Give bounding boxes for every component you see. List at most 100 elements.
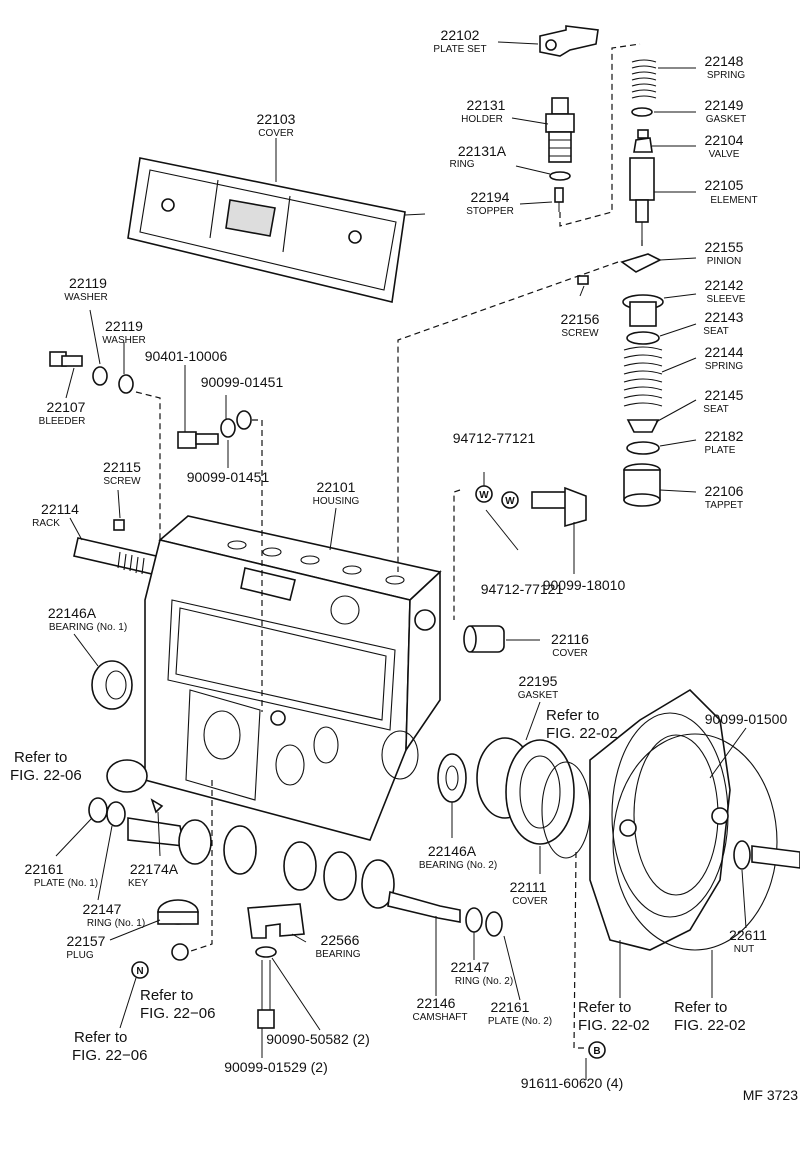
nut-22611-drawing xyxy=(733,840,800,870)
label-22104-name: VALVE xyxy=(709,149,740,160)
label-22182-name: PLATE xyxy=(705,445,736,456)
label-22146-num: 22146 xyxy=(417,995,456,1011)
w-marker-2 xyxy=(501,491,519,509)
label-22194-num: 22194 xyxy=(471,189,510,205)
stopper-22194-drawing xyxy=(554,187,564,212)
label-22147-no1-num: 22147 xyxy=(83,901,122,917)
label-22106-name: TAPPET xyxy=(705,500,743,511)
pinion-22155-drawing xyxy=(620,253,662,273)
sleeve-22142-drawing xyxy=(622,294,664,327)
label-22566-num: 22566 xyxy=(321,932,360,948)
label-22103-num: 22103 xyxy=(257,111,296,127)
part-labels: 22102 PLATE SET 22103 COVER 22131 HOLDER… xyxy=(25,27,788,1091)
label-22144-name: SPRING xyxy=(705,361,744,372)
label-90099-01451-b: 90099-01451 xyxy=(187,469,270,485)
label-22161-no2-name: PLATE (No. 2) xyxy=(488,1016,552,1027)
label-22147-no1-name: RING (No. 1) xyxy=(87,918,145,929)
gasket-22149-drawing xyxy=(631,107,653,117)
rack-22114-drawing xyxy=(73,537,157,575)
ref-note-5-line1: Refer to xyxy=(578,999,631,1016)
plate-22161-no2-drawing xyxy=(485,911,503,937)
label-22161-no1-num: 22161 xyxy=(25,861,64,877)
b-marker xyxy=(588,1041,606,1059)
flange-cover-drawing xyxy=(589,688,731,951)
ring-22147-no2-drawing xyxy=(465,907,483,933)
ref-note-6-line1: Refer to xyxy=(674,999,727,1016)
label-22119-b-name: WASHER xyxy=(102,335,146,346)
label-90099-01529: 90099-01529 (2) xyxy=(224,1059,328,1075)
label-22102-num: 22102 xyxy=(441,27,480,43)
label-22195-num: 22195 xyxy=(519,673,558,689)
label-22115-name: SCREW xyxy=(103,476,141,487)
label-22148-name: SPRING xyxy=(707,70,746,81)
cover-22111-drawing xyxy=(476,737,575,845)
label-22194-name: STOPPER xyxy=(466,206,514,217)
plate-22182-drawing xyxy=(626,441,660,455)
label-22157-num: 22157 xyxy=(67,933,106,949)
cover-22103-drawing xyxy=(127,157,426,303)
label-22157-name: PLUG xyxy=(66,950,93,961)
label-22119-b-num: 22119 xyxy=(105,318,143,334)
valve-22104-drawing xyxy=(633,129,653,153)
plate-set-22102-drawing xyxy=(539,25,599,57)
w-marker-2-text: W xyxy=(505,496,515,507)
seal-refer-22-06-drawing xyxy=(171,943,189,961)
o-ring-90099-01500-drawing xyxy=(612,733,778,951)
label-22103-name: COVER xyxy=(258,128,294,139)
label-22119-a-name: WASHER xyxy=(64,292,108,303)
gasket-90099-01451-b-drawing xyxy=(236,410,252,430)
seat-22145-drawing xyxy=(626,419,660,433)
label-22107-num: 22107 xyxy=(47,399,86,415)
bearing-22146a-no1-drawing xyxy=(91,660,133,710)
label-22149-name: GASKET xyxy=(706,114,747,125)
label-22146-name: CAMSHAFT xyxy=(413,1012,468,1023)
label-22105-name: ELEMENT xyxy=(710,195,757,206)
housing-22101-drawing xyxy=(144,515,442,841)
label-22149-num: 22149 xyxy=(705,97,744,113)
holder-22131-drawing xyxy=(545,97,575,163)
label-22101-num: 22101 xyxy=(317,479,356,495)
assembly-dashed-lines xyxy=(135,43,643,1049)
label-22111-name: COVER xyxy=(512,896,548,907)
bearing-22566-drawing xyxy=(247,903,305,939)
label-22106-num: 22106 xyxy=(705,483,744,499)
label-22145-num: 22145 xyxy=(705,387,744,403)
ref-note-1-line1: Refer to xyxy=(14,749,67,766)
label-22101-name: HOUSING xyxy=(313,496,360,507)
ref-note-2-line2: FIG. 22-02 xyxy=(546,725,618,742)
ref-note-1-line2: FIG. 22-06 xyxy=(10,767,82,784)
n-marker xyxy=(131,961,149,979)
spring-22148-drawing xyxy=(631,59,657,99)
n-marker-text: N xyxy=(136,966,143,977)
label-22148-num: 22148 xyxy=(705,53,744,69)
label-22611-name: NUT xyxy=(734,944,755,955)
label-22142-name: SLEEVE xyxy=(707,294,746,305)
label-22174a-num: 22174A xyxy=(130,861,179,877)
camshaft-22146-drawing xyxy=(127,817,461,923)
label-22146a-no2-name: BEARING (No. 2) xyxy=(419,860,497,871)
gasket-90099-01451-a-drawing xyxy=(220,418,236,438)
label-22182-num: 22182 xyxy=(705,428,744,444)
label-22143-num: 22143 xyxy=(705,309,744,325)
label-94712-77121-a: 94712-77121 xyxy=(453,430,536,446)
label-90099-01451-a: 90099-01451 xyxy=(201,374,284,390)
label-22144-num: 22144 xyxy=(705,344,744,360)
plug-22157-drawing xyxy=(157,899,199,925)
label-22566-name: BEARING xyxy=(315,949,360,960)
element-22105-drawing xyxy=(629,157,655,240)
spring-22144-drawing xyxy=(623,346,663,407)
label-22115-num: 22115 xyxy=(103,459,141,475)
washer-22119-b-drawing xyxy=(118,374,134,394)
circle-markers: W W N B xyxy=(131,485,606,1059)
ref-note-3-line1: Refer to xyxy=(140,987,193,1004)
label-90099-18010: 90099-18010 xyxy=(543,577,626,593)
label-22174a-name: KEY xyxy=(128,878,148,889)
key-22174a-drawing xyxy=(150,798,164,814)
label-22111-num: 22111 xyxy=(510,879,547,895)
label-22146a-no2-num: 22146A xyxy=(428,843,477,859)
seat-22143-drawing xyxy=(626,331,660,345)
label-22142-num: 22142 xyxy=(705,277,744,293)
label-22145-name: SEAT xyxy=(703,404,728,415)
label-22119-a-num: 22119 xyxy=(69,275,107,291)
